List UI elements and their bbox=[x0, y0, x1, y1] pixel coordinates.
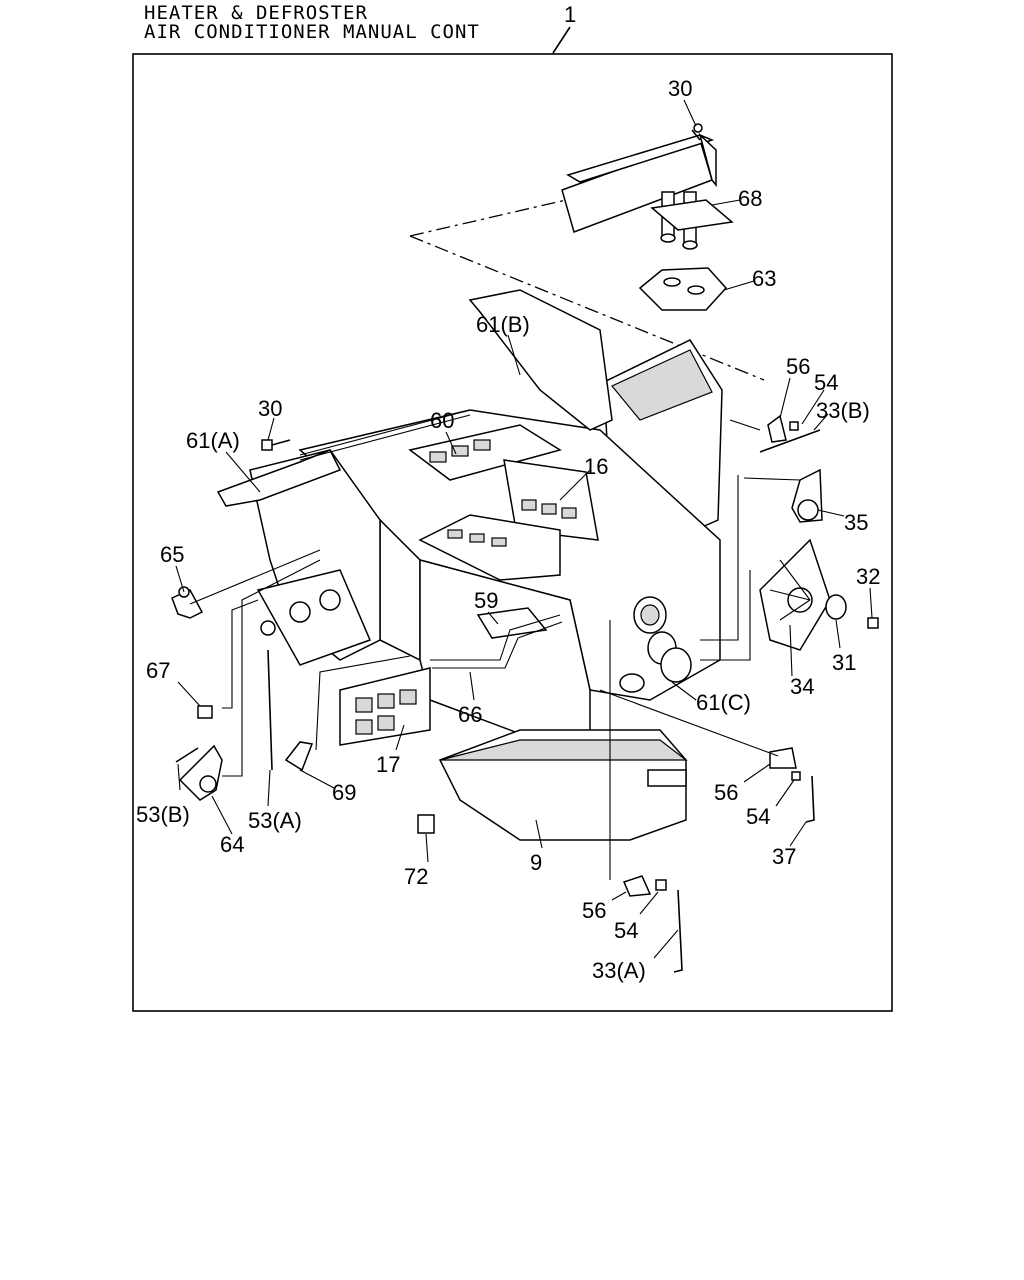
callout-69: 69 bbox=[332, 780, 356, 805]
callout-34: 34 bbox=[790, 674, 814, 699]
callout-53a: 53(A) bbox=[248, 808, 302, 833]
callout-64: 64 bbox=[220, 832, 244, 857]
leader-1 bbox=[552, 26, 571, 54]
callout-31: 31 bbox=[832, 650, 856, 675]
callout-1: 1 bbox=[564, 2, 576, 27]
heater-core-guide-line-2 bbox=[409, 235, 765, 381]
leader-lines bbox=[175, 99, 873, 959]
callout-16: 16 bbox=[584, 454, 608, 479]
callout-17: 17 bbox=[376, 752, 400, 777]
callout-32: 32 bbox=[856, 564, 880, 589]
callout-67: 67 bbox=[146, 658, 170, 683]
diagram-frame bbox=[132, 53, 893, 1012]
callout-54-right: 54 bbox=[746, 804, 770, 829]
callout-30-left: 30 bbox=[258, 396, 282, 421]
heater-core-guide-line bbox=[409, 199, 567, 237]
callout-33b: 33(B) bbox=[816, 398, 870, 423]
callout-61c: 61(C) bbox=[696, 690, 751, 715]
callout-9: 9 bbox=[530, 850, 542, 875]
small-parts bbox=[171, 123, 879, 973]
callout-53b: 53(B) bbox=[136, 802, 190, 827]
callout-65: 65 bbox=[160, 542, 184, 567]
title-line-2: AIR CONDITIONER MANUAL CONT bbox=[144, 21, 480, 43]
callout-54-bottom: 54 bbox=[614, 918, 638, 943]
callout-37: 37 bbox=[772, 844, 796, 869]
callout-35: 35 bbox=[844, 510, 868, 535]
heater-case-body bbox=[216, 289, 723, 841]
diagram-title: HEATER & DEFROSTER AIR CONDITIONER MANUA… bbox=[144, 4, 480, 42]
callout-56-top: 56 bbox=[786, 354, 810, 379]
callout-72: 72 bbox=[404, 864, 428, 889]
callout-63: 63 bbox=[752, 266, 776, 291]
callout-61b: 61(B) bbox=[476, 312, 530, 337]
callout-56-bottom: 56 bbox=[582, 898, 606, 923]
callout-60: 60 bbox=[430, 408, 454, 433]
heater-core-68 bbox=[561, 132, 734, 250]
title-line-1: HEATER & DEFROSTER bbox=[144, 2, 368, 24]
callout-59: 59 bbox=[474, 588, 498, 613]
callout-56-right: 56 bbox=[714, 780, 738, 805]
callout-54-top: 54 bbox=[814, 370, 838, 395]
callout-66: 66 bbox=[458, 702, 482, 727]
callout-30-top: 30 bbox=[668, 76, 692, 101]
callout-61a: 61(A) bbox=[186, 428, 240, 453]
seal-63 bbox=[638, 267, 728, 311]
callout-33a: 33(A) bbox=[592, 958, 646, 983]
callout-68: 68 bbox=[738, 186, 762, 211]
